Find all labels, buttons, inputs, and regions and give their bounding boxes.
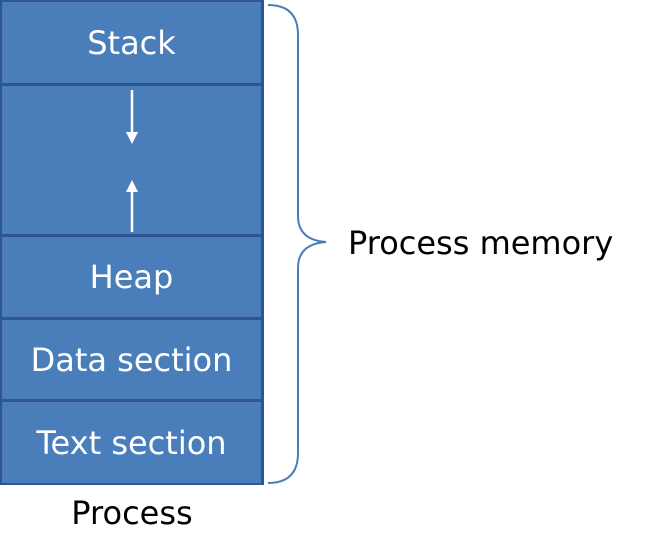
text-section-segment: Text section	[2, 402, 261, 483]
stack-grows-down-arrow-icon	[126, 90, 138, 144]
heap-grows-up-arrow-icon	[126, 180, 138, 232]
heap-segment: Heap	[2, 237, 261, 317]
right-brace-icon	[267, 4, 327, 484]
heap-label: Heap	[89, 258, 174, 296]
stack-segment: Stack	[2, 2, 261, 83]
data-section-label: Data section	[30, 340, 233, 379]
process-memory-layout: Stack Heap Data section Text section	[0, 0, 264, 485]
process-caption: Process	[71, 494, 193, 532]
growth-arrows	[126, 90, 138, 232]
stack-label: Stack	[87, 23, 176, 62]
text-section-label: Text section	[36, 423, 227, 462]
data-section-segment: Data section	[2, 320, 261, 399]
process-memory-label: Process memory	[348, 224, 614, 262]
